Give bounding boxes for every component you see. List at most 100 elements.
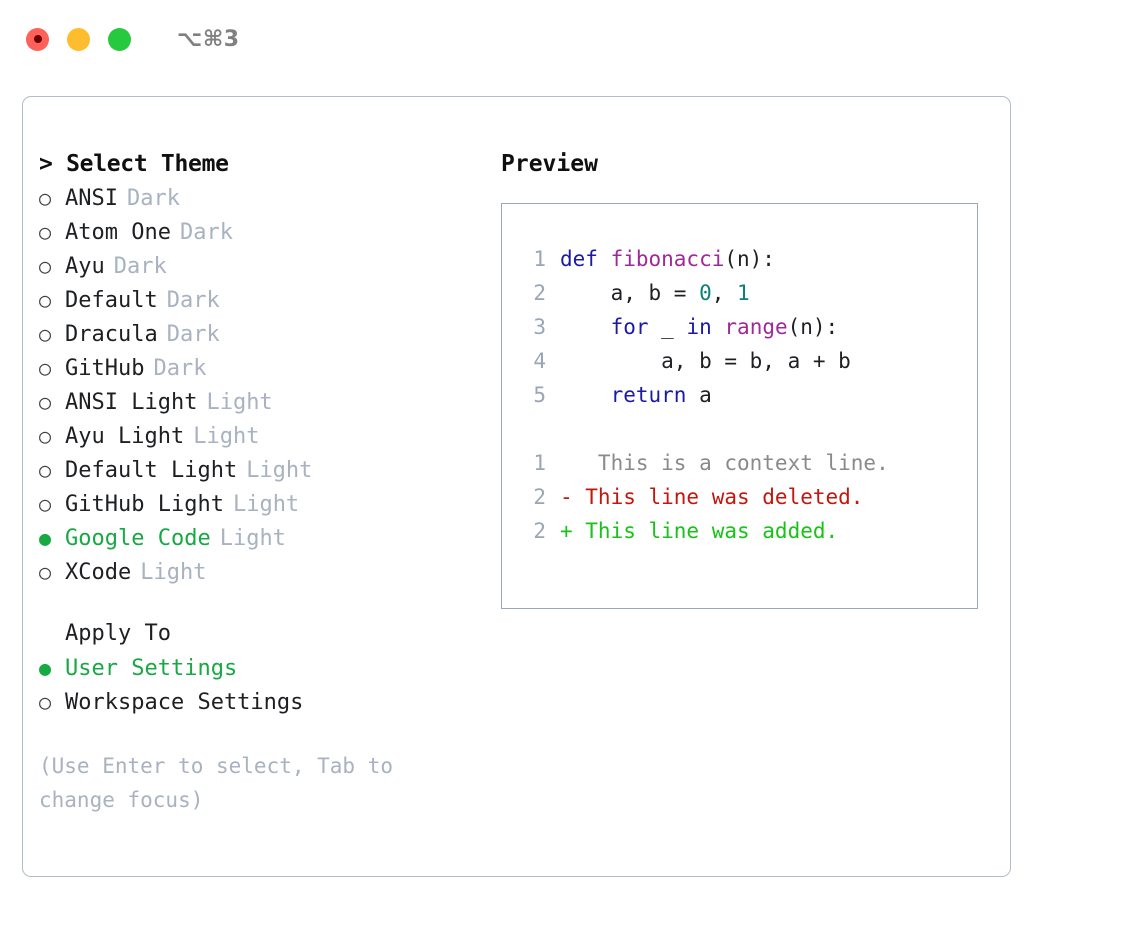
theme-option[interactable]: ○ XCode Light	[39, 555, 489, 589]
theme-option-tag: Light	[232, 492, 300, 517]
apply-to-option-label: User Settings	[65, 656, 238, 681]
theme-option-tag: Dark	[179, 220, 233, 245]
theme-option[interactable]: ○ GitHub Dark	[39, 351, 489, 385]
line-number: 4	[533, 349, 546, 373]
line-number: 2	[533, 485, 546, 509]
diff-line: 2 + This line was added.	[516, 514, 977, 548]
code-line: 4 a, b = b, a + b	[516, 344, 977, 378]
code-token-kw: in	[686, 315, 712, 339]
radio-selected-icon: ●	[39, 656, 52, 680]
theme-option-tag: Light	[206, 390, 273, 415]
line-number: 2	[533, 519, 546, 543]
theme-option[interactable]: ○ ANSI Dark	[39, 181, 489, 215]
close-button[interactable]	[26, 27, 49, 51]
diff-text-del: - This line was deleted.	[560, 485, 864, 509]
apply-to-section: Apply To ● User Settings ○Workspace Settin…	[39, 617, 489, 719]
code-token-kw: return	[610, 383, 687, 407]
radio-unselected-icon: ○	[39, 288, 52, 312]
line-number: 1	[533, 451, 546, 475]
theme-option-label: ANSI	[65, 186, 118, 211]
theme-option-tag: Dark	[166, 322, 220, 347]
window-title: ⌥⌘3	[177, 26, 240, 52]
code-line: 3 for _ in range(n):	[516, 310, 977, 344]
theme-option[interactable]: ○ Default Light Light	[39, 453, 489, 487]
code-token-plain	[560, 383, 611, 407]
theme-option-label: Ayu	[65, 254, 105, 279]
diff-text-add: + This line was added.	[560, 519, 839, 543]
code-token-fn: range	[724, 315, 788, 339]
code-token-plain: (n):	[787, 315, 839, 339]
diff-line: 1 This is a context line.	[516, 446, 977, 480]
code-line: 2 a, b = 0, 1	[516, 276, 977, 310]
code-token-fn: fibonacci	[610, 247, 725, 271]
radio-unselected-icon: ○	[39, 690, 52, 714]
theme-option[interactable]: ○ Dracula Dark	[39, 317, 489, 351]
code-token-kw: for	[610, 315, 649, 339]
radio-unselected-icon: ○	[39, 390, 52, 414]
theme-option-label: Ayu Light	[65, 424, 185, 449]
theme-option-label: XCode	[65, 560, 132, 585]
theme-option-label: Google Code	[65, 526, 211, 551]
select-theme-heading: > Select Theme	[39, 151, 229, 177]
code-text: a, b = b, a + b	[560, 344, 851, 378]
code-text: a, b = 0, 1	[560, 276, 750, 310]
theme-option[interactable]: ○ Default Dark	[39, 283, 489, 317]
keyboard-hint-text: (Use Enter to select, Tab to change focu…	[39, 754, 406, 812]
theme-option-label: Dracula	[65, 322, 158, 347]
theme-option-tag: Light	[193, 424, 260, 449]
theme-option[interactable]: ○ ANSI Light Light	[39, 385, 489, 419]
code-token-kw: def	[560, 247, 611, 271]
theme-option-tag: Light	[140, 560, 207, 585]
code-token-plain: a	[686, 383, 712, 407]
code-token-num: 1	[737, 281, 750, 305]
traffic-lights	[26, 27, 131, 51]
theme-option-tag: Dark	[166, 288, 220, 313]
theme-option-tag: Light	[246, 458, 313, 483]
radio-unselected-icon: ○	[39, 322, 52, 346]
theme-option-label: Atom One	[65, 220, 171, 245]
theme-option-label: ANSI Light	[65, 390, 198, 415]
code-token-plain: _	[648, 315, 687, 339]
apply-to-heading: Apply To	[65, 621, 171, 646]
preview-heading: Preview	[501, 151, 598, 177]
line-number: 1	[533, 247, 546, 271]
line-number: 5	[533, 383, 546, 407]
maximize-button[interactable]	[108, 27, 131, 51]
radio-unselected-icon: ○	[39, 560, 52, 584]
radio-selected-icon: ●	[39, 526, 52, 550]
theme-option-label: GitHub Light	[65, 492, 224, 517]
code-token-plain	[712, 315, 725, 339]
apply-to-option[interactable]: ● User Settings	[39, 651, 489, 685]
spacer	[516, 412, 977, 446]
code-token-plain: a, b = b, a + b	[560, 349, 851, 373]
recording-indicator-icon	[33, 35, 42, 43]
apply-to-option[interactable]: ○Workspace Settings	[39, 685, 489, 719]
theme-option-label: Default Light	[65, 458, 238, 483]
radio-unselected-icon: ○	[39, 186, 52, 210]
minimize-button[interactable]	[67, 27, 90, 51]
code-token-num: 0	[699, 281, 712, 305]
code-line: 5 return a	[516, 378, 977, 412]
theme-option-tag: Dark	[113, 254, 167, 279]
diff-line: 2 - This line was deleted.	[516, 480, 977, 514]
radio-unselected-icon: ○	[39, 458, 52, 482]
theme-option-label: GitHub	[65, 356, 145, 381]
line-number: 2	[533, 281, 546, 305]
theme-option-tag: Dark	[126, 186, 180, 211]
radio-unselected-icon: ○	[39, 356, 52, 380]
theme-option-label: Default	[65, 288, 158, 313]
theme-option-tag: Dark	[153, 356, 207, 381]
title-bar: ⌥⌘3	[0, 0, 1140, 78]
code-text: for _ in range(n):	[560, 310, 839, 344]
code-token-plain: ,	[711, 281, 738, 305]
